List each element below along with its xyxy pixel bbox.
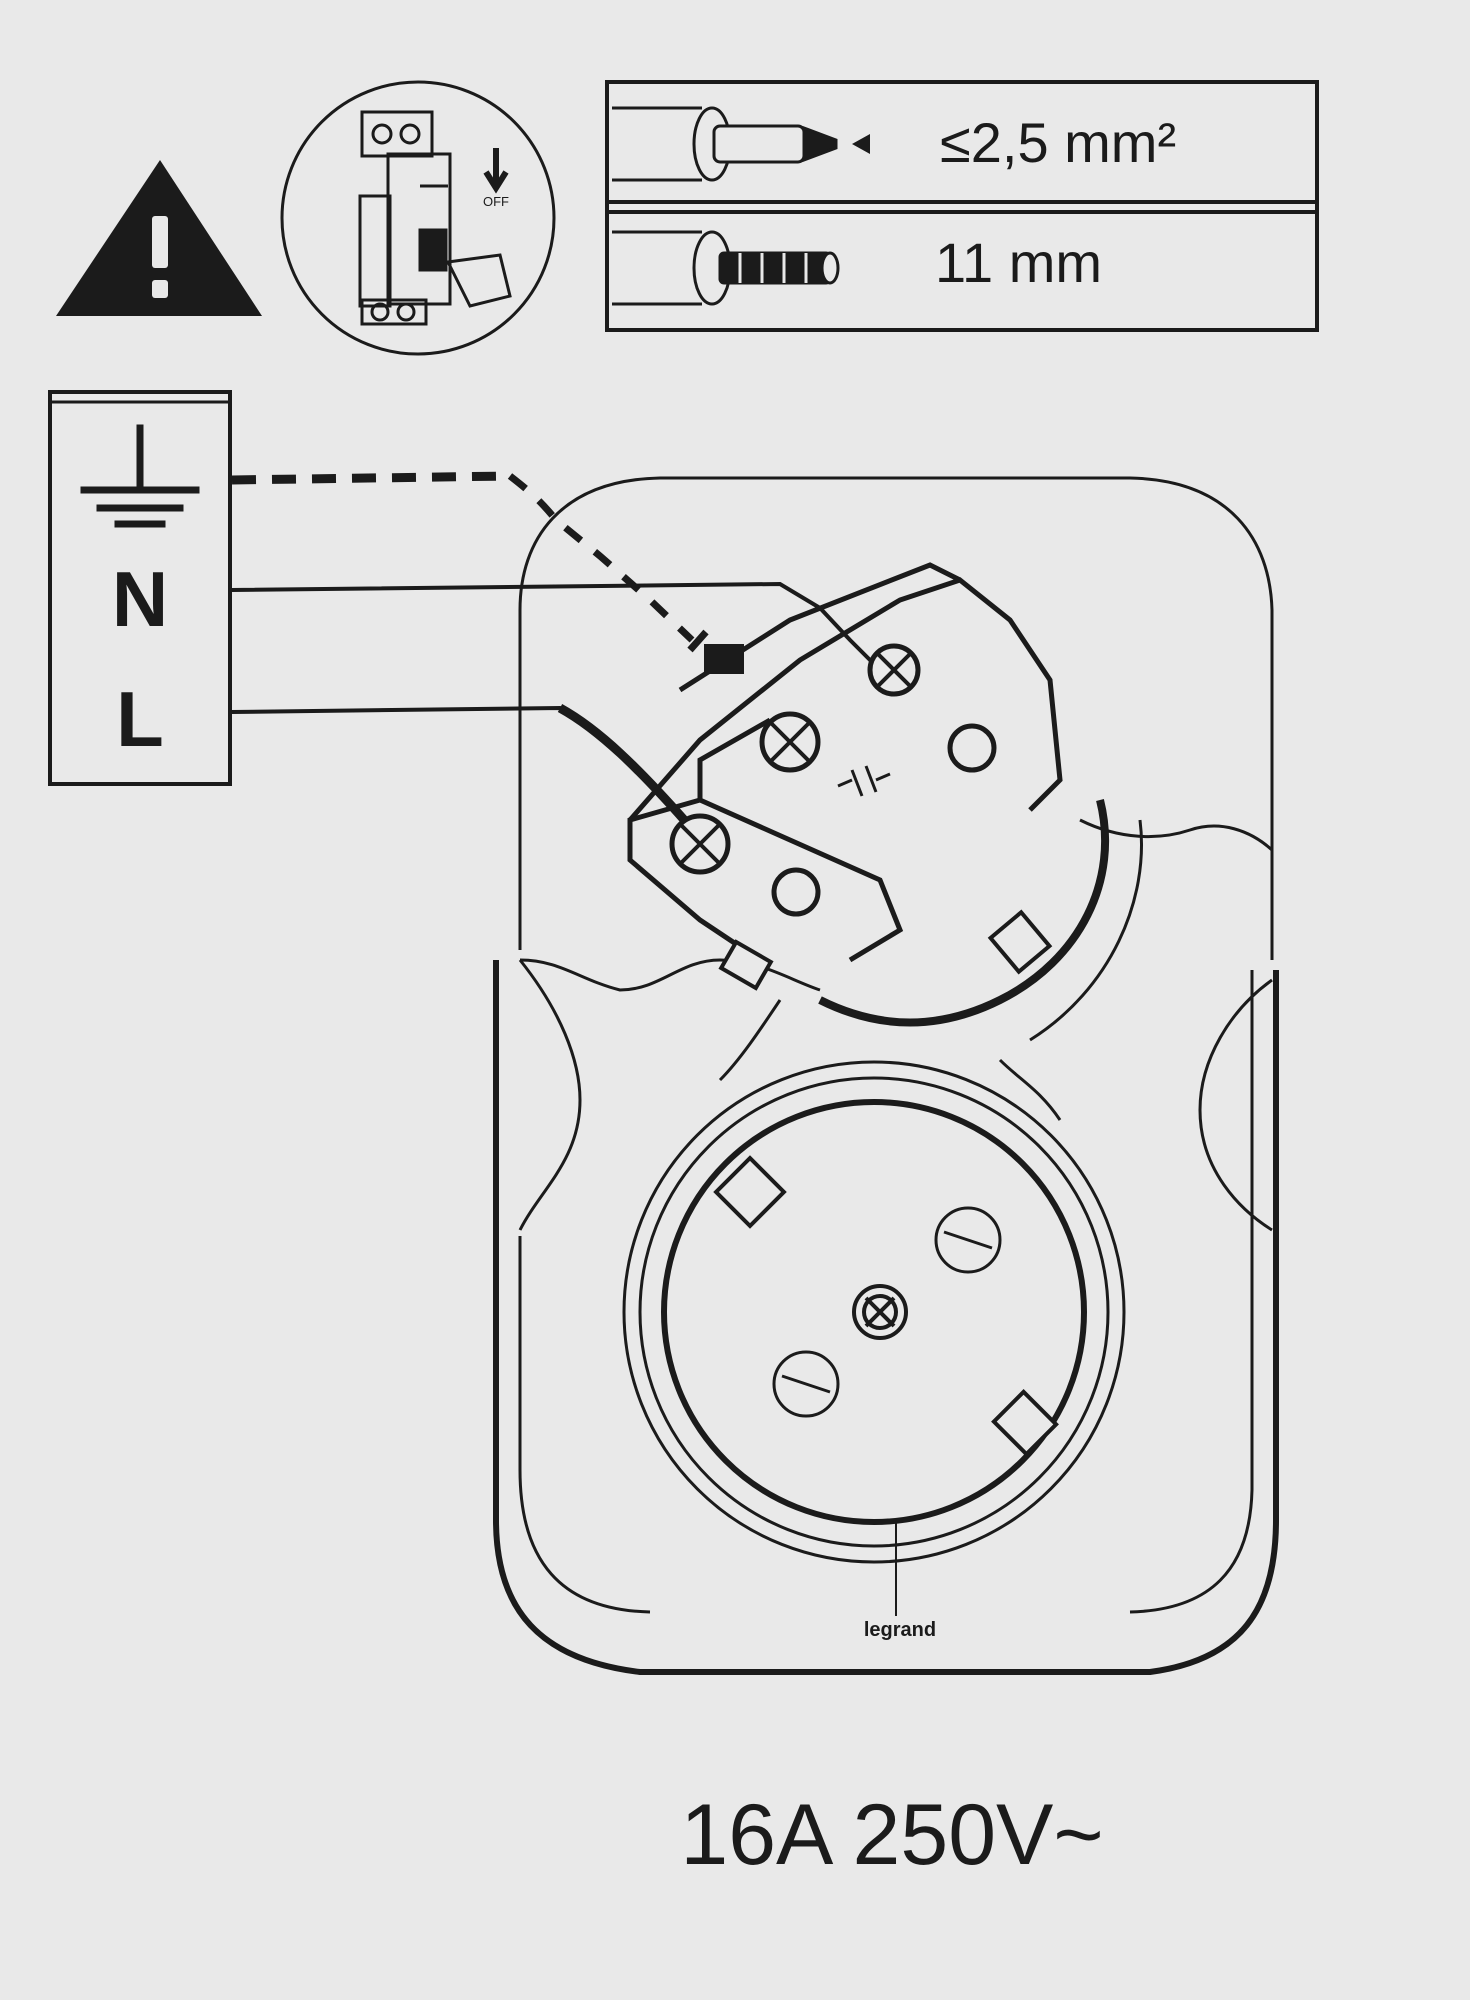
warning-triangle-icon: [56, 160, 262, 316]
breaker-off-icon: [280, 80, 556, 356]
cross-section-label: ≤2,5 mm²: [940, 111, 1176, 174]
socket-cup: [622, 799, 1143, 1564]
earth-wire: [231, 471, 695, 643]
earth-clips: [713, 909, 1059, 1457]
off-label: OFF: [483, 194, 509, 209]
live-wire: [231, 704, 690, 825]
center-screw-icon: [852, 1284, 908, 1340]
pin-holes: [772, 1206, 1002, 1418]
terminal-screws: [669, 643, 997, 917]
terminal-block: [627, 562, 1063, 963]
capacitor-symbol-icon: [837, 765, 891, 797]
rating-label: 16A 250V~: [680, 1787, 1103, 1883]
neutral-label: N: [112, 555, 168, 643]
socket-body: [493, 476, 1279, 1675]
strip-length-icon: [612, 230, 840, 306]
live-label: L: [116, 675, 164, 763]
terminal-screw-earth: [687, 629, 744, 674]
cable-cross-section-icon: [612, 106, 870, 182]
terminal-box: [48, 390, 232, 786]
plate-contour: [518, 818, 1274, 1232]
brand-mark: legrand: [864, 1619, 936, 1641]
earth-symbol-icon: [80, 424, 200, 528]
strip-length-label: 11 mm: [935, 231, 1102, 294]
spec-box: [605, 80, 1319, 332]
